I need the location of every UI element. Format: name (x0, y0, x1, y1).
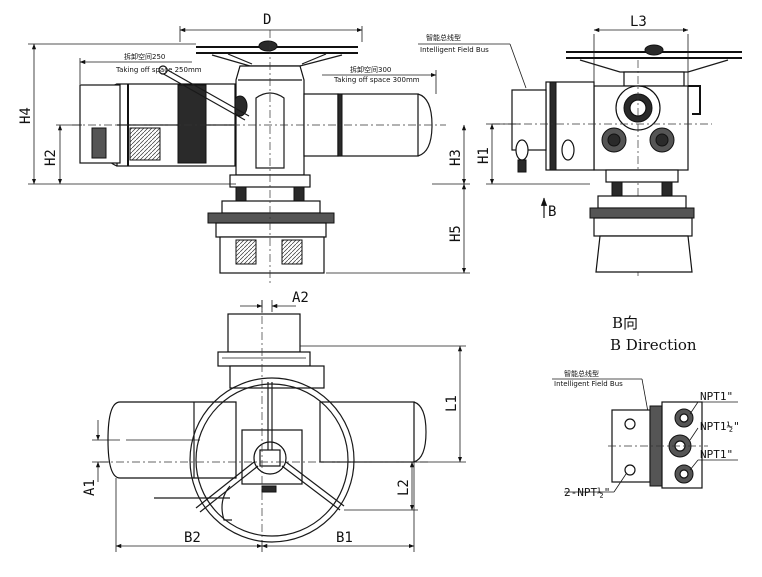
dim-H1: H1 (476, 147, 492, 164)
fieldbus-label-en: Intelligent Field Bus (420, 46, 489, 54)
dim-A2: A2 (292, 290, 309, 306)
port-npt1-half: NPT1½" (700, 420, 740, 433)
takeoff-300-en: Taking off space 300mm (333, 76, 420, 84)
front-motor (79, 65, 250, 167)
b-fieldbus-en: Intelligent Field Bus (554, 380, 623, 388)
takeoff-250-cn: 拆卸空间250 (124, 52, 165, 61)
fieldbus-label-cn: 智能总线型 (426, 33, 461, 42)
front-gearbox (207, 30, 335, 285)
b-view-title-en: B Direction (610, 336, 697, 354)
dim-H5: H5 (448, 225, 464, 242)
dim-L2: L2 (396, 479, 412, 496)
takeoff-250-en: Taking off space 250mm (115, 66, 202, 74)
side-view: L3 H1 智能总线型 Intelligent Field Bus B (418, 14, 742, 276)
front-handwheel (196, 40, 358, 67)
dim-H3: H3 (448, 149, 464, 166)
dim-L1: L1 (444, 395, 460, 412)
dim-B1: B1 (336, 530, 353, 546)
b-fieldbus-cn: 智能总线型 (564, 369, 599, 378)
dim-A1: A1 (82, 479, 98, 496)
takeoff-300-cn: 拆卸空间300 (350, 65, 391, 74)
dim-H2: H2 (43, 149, 59, 166)
dim-L3: L3 (630, 14, 647, 30)
front-view: D 拆卸空间250 Taking off space 250mm 拆卸空间300… (18, 12, 470, 285)
b-view-title-cn: B向 (612, 314, 638, 332)
b-direction-view: B向 B Direction 智能总线型 Intelligent Field B… (552, 314, 740, 499)
dim-B2: B2 (184, 530, 201, 546)
dim-H4: H4 (18, 107, 34, 124)
b-arrow-label: B (548, 204, 556, 220)
side-handwheel (566, 44, 742, 73)
top-view: A2 L1 L2 A1 B2 B1 (82, 290, 466, 552)
dim-D: D (263, 12, 271, 28)
port-2-npt-half: 2-NPT½" (564, 486, 610, 499)
port-npt1-bottom: NPT1" (700, 448, 733, 461)
top-handwheel-rim (189, 377, 355, 543)
port-npt1-top: NPT1" (700, 390, 733, 403)
